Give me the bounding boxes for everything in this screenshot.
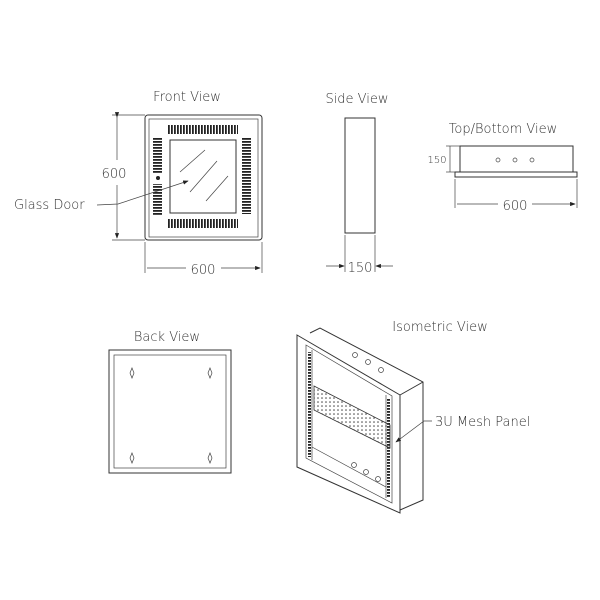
back-outer (108, 349, 232, 474)
rack-rail-left (308, 352, 311, 457)
mesh-panel (313, 385, 391, 449)
front-view-title: Front View (153, 90, 221, 105)
mesh-panel-leader (395, 420, 432, 443)
top-bottom-view: Top/Bottom View 150 600 (427, 122, 578, 214)
width-dimension (144, 242, 263, 273)
back-inner (113, 354, 227, 469)
isometric-view: Isometric View 3U Mesh Panel (296, 320, 530, 514)
glass-door-leader (96, 180, 189, 206)
top-depth-label: 150 (427, 155, 446, 166)
keyhole-icon (129, 367, 135, 379)
mounting-keyholes (129, 367, 213, 464)
glass-reflection-lines (179, 149, 229, 202)
back-view-title: Back View (134, 330, 200, 345)
keyhole-icon (129, 452, 135, 464)
keyhole-icon (207, 367, 213, 379)
front-inner-frame (148, 118, 259, 238)
cable-hole (512, 157, 518, 163)
isometric-view-title: Isometric View (392, 320, 487, 335)
mesh-panel-callout: 3U Mesh Panel (435, 415, 530, 430)
top-bottom-view-title: Top/Bottom View (449, 122, 558, 137)
front-view: Front View 600 600 Glass Door (14, 90, 263, 278)
front-outer-frame (144, 114, 263, 241)
rack-rail-right (387, 398, 390, 498)
side-view-title: Side View (325, 92, 388, 107)
lock-icon (156, 176, 160, 180)
top-depth-dimension (446, 145, 460, 173)
isometric-box (296, 327, 424, 514)
front-height-label: 600 (102, 167, 127, 182)
right-vent (242, 137, 251, 214)
isometric-cable-holes (351, 352, 384, 482)
side-view: Side View 150 (325, 92, 393, 276)
top-vent (167, 125, 238, 134)
top-flange (454, 171, 578, 178)
bottom-vent (167, 219, 238, 228)
left-vent-upper (153, 137, 162, 173)
keyhole-icon (207, 452, 213, 464)
top-width-label: 600 (503, 199, 528, 214)
back-view: Back View (108, 330, 232, 474)
left-vent-lower (153, 184, 162, 216)
side-outline (344, 117, 376, 234)
cable-hole (529, 157, 535, 163)
front-width-label: 600 (191, 263, 216, 278)
side-depth-label: 150 (348, 261, 373, 276)
depth-dimension (326, 235, 393, 272)
glass-door (169, 139, 237, 214)
top-width-dimension (454, 179, 578, 208)
height-dimension (112, 112, 145, 241)
cable-hole (495, 157, 501, 163)
glass-door-callout: Glass Door (14, 198, 85, 213)
